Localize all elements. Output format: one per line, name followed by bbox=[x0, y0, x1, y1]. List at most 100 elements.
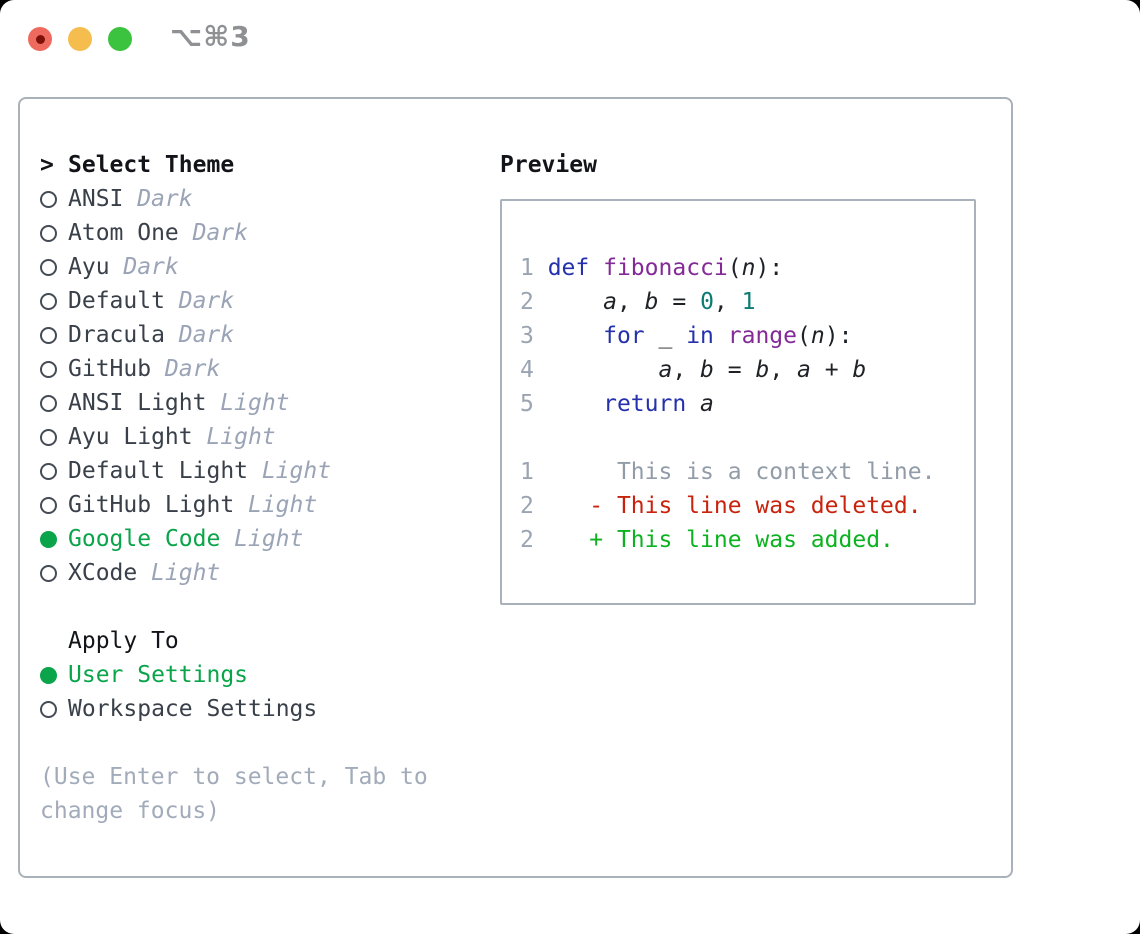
minimize-button[interactable] bbox=[68, 27, 92, 51]
radio-selected-icon bbox=[40, 666, 57, 684]
theme-variant-tag: Dark bbox=[178, 322, 235, 348]
line-number: 4 bbox=[520, 357, 548, 383]
code-token bbox=[548, 353, 659, 387]
code-token bbox=[714, 319, 728, 353]
code-token: ( bbox=[797, 323, 811, 349]
code-token bbox=[589, 251, 603, 285]
diff-line-context: 1 This is a context line. bbox=[520, 455, 974, 489]
code-token: ): bbox=[824, 323, 853, 349]
traffic-lights bbox=[28, 27, 132, 51]
theme-option[interactable]: Ayu Dark bbox=[40, 250, 470, 284]
radio-column bbox=[40, 428, 68, 446]
keyboard-hint: (Use Enter to select, Tab to change focu… bbox=[40, 764, 428, 824]
theme-variant-tag: Light bbox=[151, 560, 221, 586]
apply-to-option[interactable]: Workspace Settings bbox=[40, 692, 470, 726]
code-token: , bbox=[769, 357, 798, 383]
radio-column bbox=[40, 666, 68, 684]
theme-name: Ayu Light bbox=[68, 424, 193, 450]
code-token: def bbox=[547, 255, 590, 281]
theme-option[interactable]: Default Light Light bbox=[40, 454, 470, 488]
preview-panel: Preview 1 def fibonacci(n):2 a, b = 0, 1… bbox=[500, 148, 976, 605]
chevron-right-icon: > bbox=[40, 152, 54, 178]
line-number: 5 bbox=[520, 391, 548, 417]
theme-variant-tag: Light bbox=[261, 458, 332, 484]
code-token bbox=[548, 319, 603, 353]
radio-icon bbox=[40, 326, 57, 344]
radio-column bbox=[40, 564, 68, 582]
code-token: 0 bbox=[700, 289, 714, 315]
theme-name: Default Light bbox=[68, 458, 249, 484]
theme-option[interactable]: Ayu Light Light bbox=[40, 420, 470, 454]
radio-icon bbox=[40, 224, 57, 242]
line-number: 3 bbox=[520, 323, 548, 349]
radio-column bbox=[40, 258, 68, 276]
code-line: 2 a, b = 0, 1 bbox=[520, 285, 974, 319]
line-number: 1 bbox=[520, 459, 548, 485]
theme-variant-tag: Dark bbox=[123, 254, 179, 280]
code-token: ): bbox=[755, 255, 784, 281]
diff-text: + This line was added. bbox=[547, 527, 894, 553]
radio-icon bbox=[40, 292, 57, 310]
theme-variant-tag: Dark bbox=[192, 220, 248, 246]
apply-to-title: Apply To bbox=[68, 628, 179, 654]
select-theme-header: > Select Theme bbox=[40, 148, 470, 182]
code-token: a bbox=[603, 289, 617, 315]
preview-header-row: Preview bbox=[500, 148, 976, 182]
theme-variant-tag: Light bbox=[206, 424, 276, 450]
diff-text: - This line was deleted. bbox=[547, 493, 922, 519]
radio-selected-icon bbox=[40, 530, 57, 548]
radio-icon bbox=[40, 700, 57, 718]
radio-column bbox=[40, 496, 68, 514]
spacer bbox=[40, 590, 470, 624]
apply-to-option[interactable]: User Settings bbox=[40, 658, 470, 692]
apply-to-name: User Settings bbox=[68, 662, 249, 688]
radio-icon bbox=[40, 428, 57, 446]
radio-icon bbox=[40, 496, 57, 514]
focus-indicator: > bbox=[40, 148, 68, 182]
apply-to-header: Apply To bbox=[40, 624, 470, 658]
code-token: b bbox=[755, 357, 770, 383]
code-token: for bbox=[603, 323, 645, 349]
preview-title: Preview bbox=[500, 152, 597, 178]
radio-icon bbox=[40, 190, 57, 208]
code-token: n bbox=[741, 255, 756, 281]
line-number: 1 bbox=[520, 255, 548, 281]
close-dot-icon bbox=[35, 34, 45, 44]
blank-line bbox=[520, 217, 974, 251]
code-token: b bbox=[644, 289, 659, 315]
code-token: b bbox=[700, 357, 714, 383]
theme-variant-tag: Dark bbox=[178, 288, 235, 314]
code-token bbox=[686, 387, 700, 421]
zoom-button[interactable] bbox=[108, 27, 132, 51]
theme-name: Ayu bbox=[68, 254, 110, 280]
code-line: 5 return a bbox=[520, 387, 974, 421]
diff-line-added: 2 + This line was added. bbox=[520, 523, 974, 557]
theme-name: GitHub Light bbox=[68, 492, 235, 518]
radio-icon bbox=[40, 564, 57, 582]
code-token: b bbox=[852, 357, 867, 383]
code-token: ( bbox=[727, 255, 742, 281]
code-token: _ bbox=[644, 323, 687, 349]
radio-icon bbox=[40, 394, 57, 412]
code-token: range bbox=[727, 323, 797, 349]
theme-option[interactable]: Atom One Dark bbox=[40, 216, 470, 250]
window-title: ⌥⌘3 bbox=[170, 20, 251, 53]
radio-icon bbox=[40, 360, 57, 378]
code-line: 4 a, b = b, a + b bbox=[520, 353, 974, 387]
code-token: , bbox=[672, 357, 701, 383]
code-token: , bbox=[713, 289, 742, 315]
theme-name: ANSI Light bbox=[68, 390, 207, 416]
theme-name: Atom One bbox=[68, 220, 179, 246]
close-button[interactable] bbox=[28, 27, 52, 51]
theme-variant-tag: Dark bbox=[164, 356, 221, 382]
